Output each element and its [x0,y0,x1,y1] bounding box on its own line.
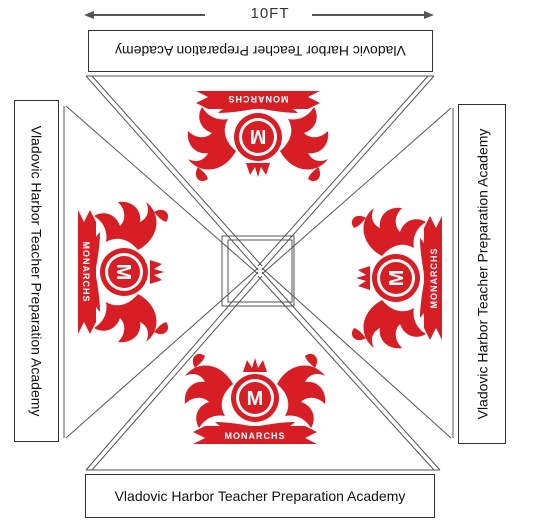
logo-banner-text: MONARCHS [429,248,439,309]
monarchs-logo-right: M MONARCHS [351,207,442,349]
dimension-label: 10FT [250,5,290,22]
logo-letter: M [112,264,134,281]
logo-letter: M [386,270,408,287]
monarchs-logo-bottom: M MONARCHS [184,353,326,444]
bottom-side-text: Vladovic Harbor Teacher Preparation Acad… [114,488,406,504]
bottom-side-panel: Vladovic Harbor Teacher Preparation Acad… [85,474,435,518]
left-side-text: Vladovic Harbor Teacher Preparation Acad… [28,125,45,417]
logo-banner-text: MONARCHS [228,94,289,104]
dimension-arrow [84,11,434,19]
logo-letter: M [247,388,264,410]
logo-banner-text: MONARCHS [81,242,91,303]
right-side-text: Vladovic Harbor Teacher Preparation Acad… [474,128,491,420]
right-side-panel: Vladovic Harbor Teacher Preparation Acad… [458,104,506,444]
top-side-text: Vladovic Harbor Teacher Preparation Acad… [115,43,406,59]
logo-banner-text: MONARCHS [225,431,286,441]
logo-letter: M [250,125,267,147]
left-side-panel: Vladovic Harbor Teacher Preparation Acad… [14,100,59,442]
monarchs-logo-top: M MONARCHS [187,91,329,182]
top-side-panel: Vladovic Harbor Teacher Preparation Acad… [88,30,433,72]
monarchs-logo-left: M MONARCHS [78,201,169,343]
